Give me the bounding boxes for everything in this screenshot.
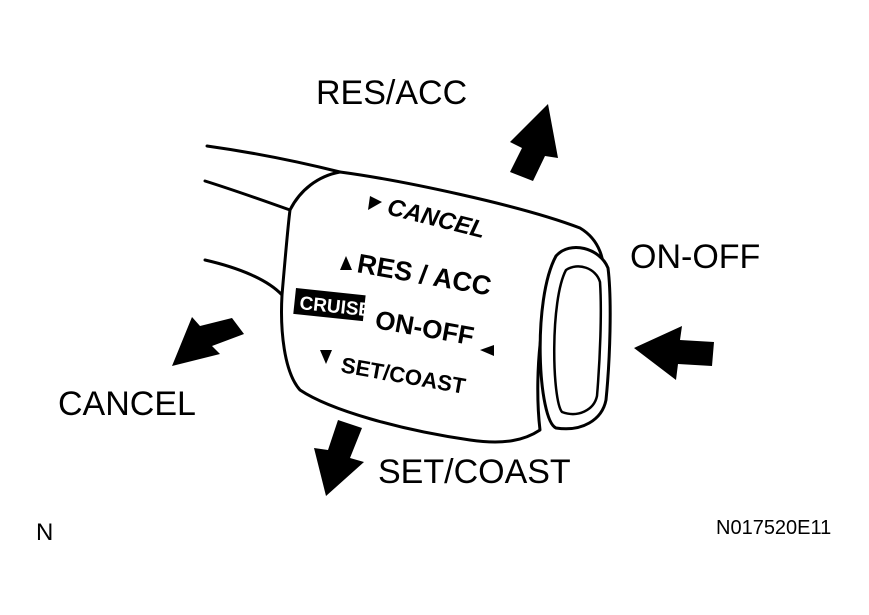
on-off-marker-triangle <box>480 345 494 356</box>
on-off-push-button[interactable] <box>538 246 612 431</box>
switch-head <box>280 170 605 444</box>
figure-code: N017520E11 <box>716 517 831 539</box>
lever-stalk <box>203 144 342 297</box>
callout-res-acc: RES/ACC <box>316 74 467 112</box>
cruise-badge <box>293 288 366 322</box>
callout-set-coast: SET/COAST <box>378 453 571 491</box>
footer-left-code: N <box>36 519 53 546</box>
callout-on-off: ON-OFF <box>630 238 760 276</box>
on-off-arrow-icon <box>634 326 714 380</box>
cancel-marker-triangle <box>368 196 382 210</box>
set-coast-down-triangle <box>320 350 332 364</box>
callout-cancel: CANCEL <box>58 385 196 423</box>
set-coast-arrow-icon <box>314 420 364 496</box>
cancel-arrow-icon <box>172 317 244 366</box>
res-acc-arrow-icon <box>510 104 558 181</box>
res-acc-up-triangle <box>340 256 352 270</box>
direction-arrows <box>172 104 714 496</box>
